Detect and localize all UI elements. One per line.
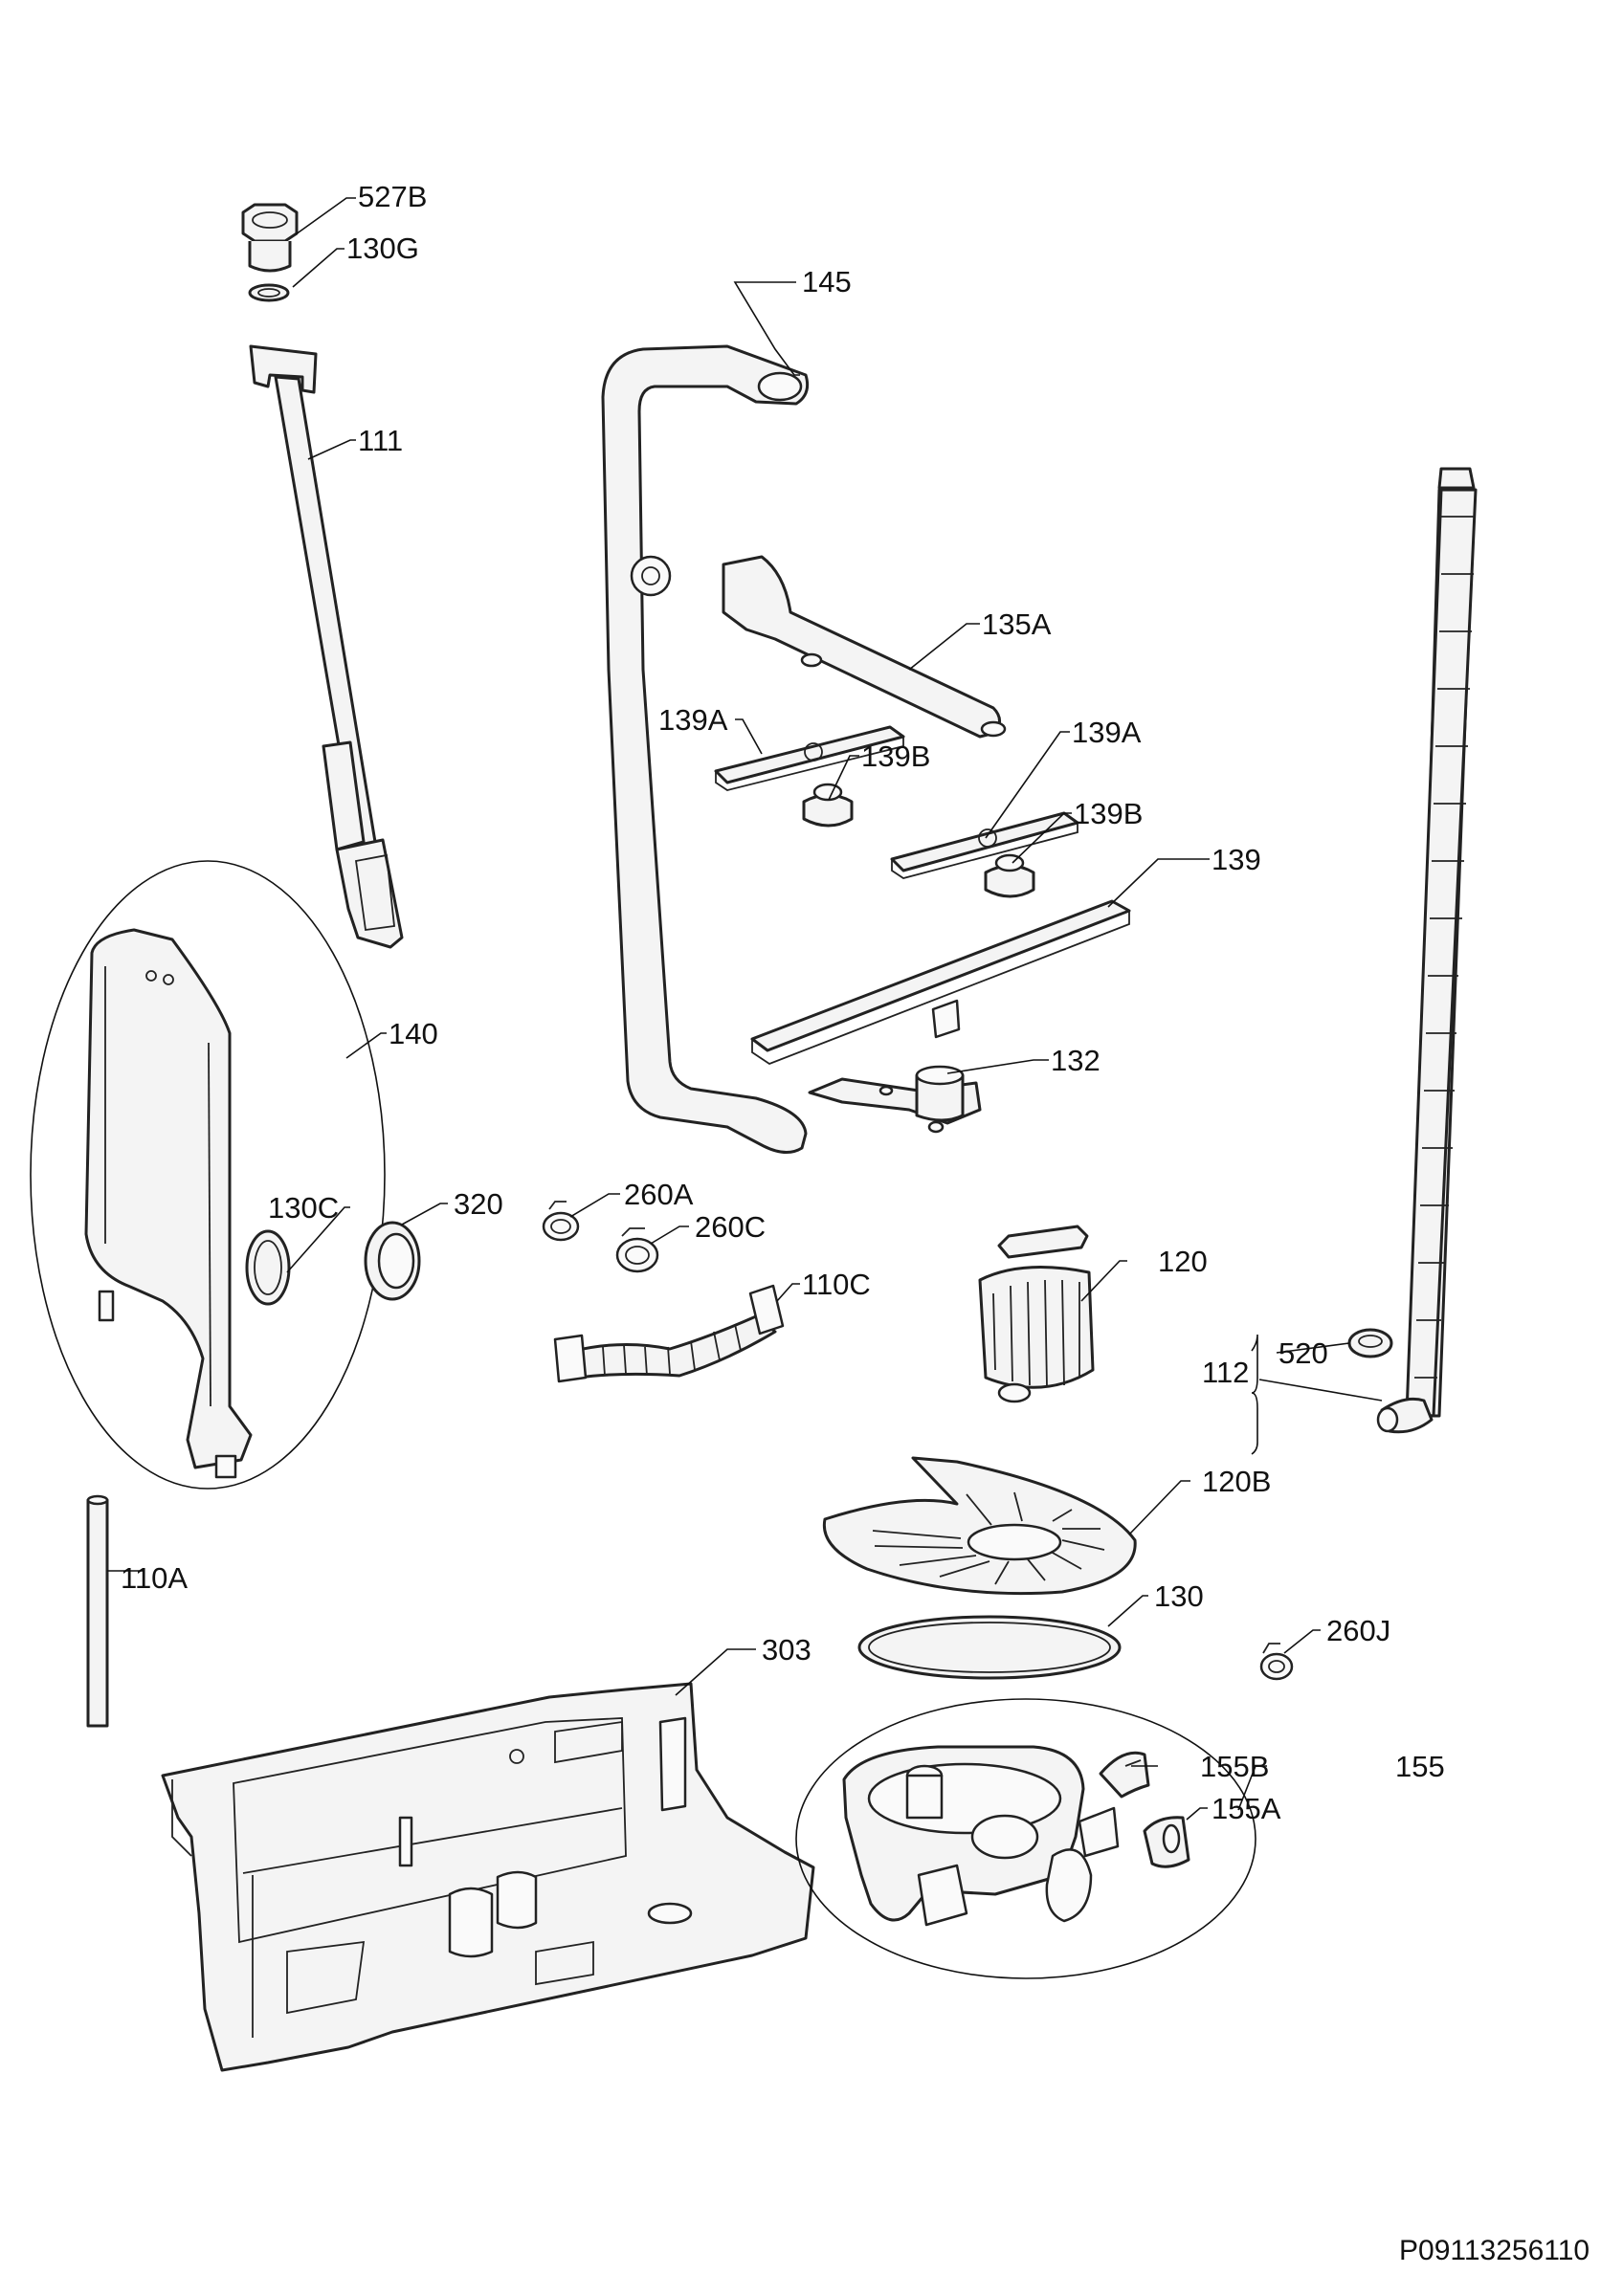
part-130G-washer[interactable] bbox=[248, 283, 290, 302]
part-110A-pipe[interactable] bbox=[86, 1494, 109, 1728]
part-111-duct[interactable] bbox=[249, 344, 404, 949]
part-110C-hose[interactable] bbox=[553, 1284, 785, 1383]
part-120B-flat-filter[interactable] bbox=[822, 1456, 1137, 1596]
callout-155A: 155A bbox=[1212, 1792, 1281, 1825]
part-139A-spray-arm-right[interactable] bbox=[890, 811, 1079, 879]
part-303-base[interactable] bbox=[161, 1682, 815, 2072]
part-130-gasket[interactable] bbox=[857, 1615, 1122, 1680]
callout-130: 130 bbox=[1154, 1579, 1204, 1613]
part-320-flange[interactable] bbox=[364, 1221, 421, 1301]
callout-111: 111 bbox=[358, 424, 403, 457]
detail-ellipse-155 bbox=[795, 1698, 1256, 1979]
part-260A-clamp[interactable] bbox=[542, 1201, 580, 1242]
callout-303: 303 bbox=[762, 1633, 812, 1667]
callout-120B: 120B bbox=[1202, 1465, 1271, 1498]
callout-155B: 155B bbox=[1200, 1750, 1269, 1783]
part-145-spray-tube[interactable] bbox=[601, 344, 810, 1154]
callout-139B-left: 139B bbox=[861, 740, 930, 773]
callout-132: 132 bbox=[1051, 1044, 1101, 1077]
part-139A-spray-arm-left[interactable] bbox=[714, 725, 905, 791]
part-260C-clamp[interactable] bbox=[615, 1227, 659, 1273]
callout-139A-right: 139A bbox=[1072, 716, 1142, 749]
part-155A-nozzle[interactable] bbox=[1143, 1816, 1190, 1868]
part-139B-hub-right[interactable] bbox=[984, 853, 1035, 898]
callout-155: 155 bbox=[1395, 1750, 1445, 1783]
callout-527B: 527B bbox=[358, 180, 427, 213]
part-155-sump[interactable] bbox=[842, 1745, 1120, 1927]
part-120-filter[interactable] bbox=[978, 1225, 1095, 1403]
callout-135A: 135A bbox=[982, 607, 1052, 641]
callout-110C: 110C bbox=[802, 1268, 871, 1301]
callout-130C: 130C bbox=[268, 1191, 339, 1225]
callout-112: 112 bbox=[1202, 1356, 1249, 1389]
part-112-drain-hose[interactable] bbox=[1376, 467, 1478, 1434]
part-135A-arm-holder[interactable] bbox=[722, 555, 1007, 739]
callout-140: 140 bbox=[389, 1017, 438, 1050]
document-id: P09113256110 bbox=[1399, 2235, 1590, 2266]
callout-labels: 527B 130G 145 111 135A 139A 139B 139A 13… bbox=[121, 180, 1445, 1825]
callout-320: 320 bbox=[454, 1187, 503, 1221]
callout-260C: 260C bbox=[695, 1210, 766, 1244]
callout-120: 120 bbox=[1158, 1245, 1208, 1278]
callout-520: 520 bbox=[1278, 1336, 1328, 1370]
callout-139A-left: 139A bbox=[658, 703, 728, 737]
detail-ellipse-140 bbox=[30, 860, 386, 1490]
callout-139: 139 bbox=[1212, 843, 1261, 876]
part-140-water-channel[interactable] bbox=[84, 928, 253, 1479]
part-155B-flap[interactable] bbox=[1099, 1751, 1150, 1799]
callout-260J: 260J bbox=[1326, 1614, 1390, 1647]
leader-lines bbox=[107, 197, 1383, 1821]
part-139B-hub-left[interactable] bbox=[802, 783, 854, 828]
part-132-holder[interactable] bbox=[808, 1065, 982, 1134]
part-130C-seal[interactable] bbox=[245, 1229, 291, 1306]
callout-110A: 110A bbox=[121, 1561, 188, 1595]
part-520-clip[interactable] bbox=[1347, 1328, 1393, 1358]
callout-260A: 260A bbox=[624, 1178, 694, 1211]
callout-145: 145 bbox=[802, 265, 852, 298]
callout-139B-right: 139B bbox=[1074, 797, 1143, 830]
part-139-lower-spray-arm[interactable] bbox=[750, 899, 1131, 1066]
callout-130G: 130G bbox=[346, 232, 419, 265]
part-527B-nut[interactable] bbox=[241, 203, 299, 273]
part-260J-clamp[interactable] bbox=[1259, 1643, 1294, 1681]
